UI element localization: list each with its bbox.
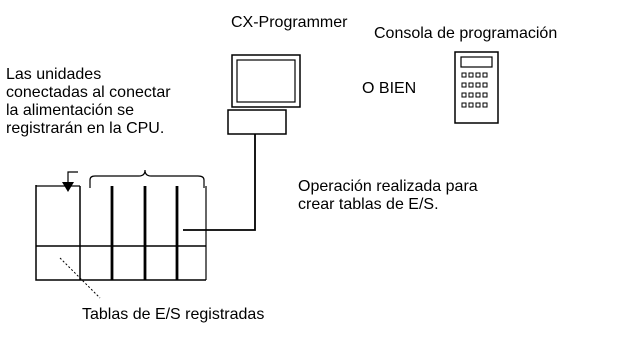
programming-console-icon [454,51,499,124]
console-label: Consola de programación [374,25,558,42]
units-brace [89,169,205,188]
or-label: O BIEN [362,80,417,97]
connection-cable [183,134,256,231]
plc-rack-icon [35,185,207,281]
operation-line-2: crear tablas de E/S. [298,196,439,213]
software-label: CX-Programmer [231,14,348,31]
auto-register-line-4: registrarán en la CPU. [6,120,165,137]
computer-monitor-icon [231,54,301,108]
auto-register-line-3: la alimentación se [6,102,135,119]
auto-register-line-2: conectadas al conectar [6,84,171,101]
registration-arrow-icon [62,171,78,192]
computer-base-icon [227,109,287,135]
tables-leader-line [59,257,101,299]
auto-register-line-1: Las unidades [6,66,102,83]
operation-line-1: Operación realizada para [298,178,478,195]
registered-tables-label: Tablas de E/S registradas [82,306,265,323]
